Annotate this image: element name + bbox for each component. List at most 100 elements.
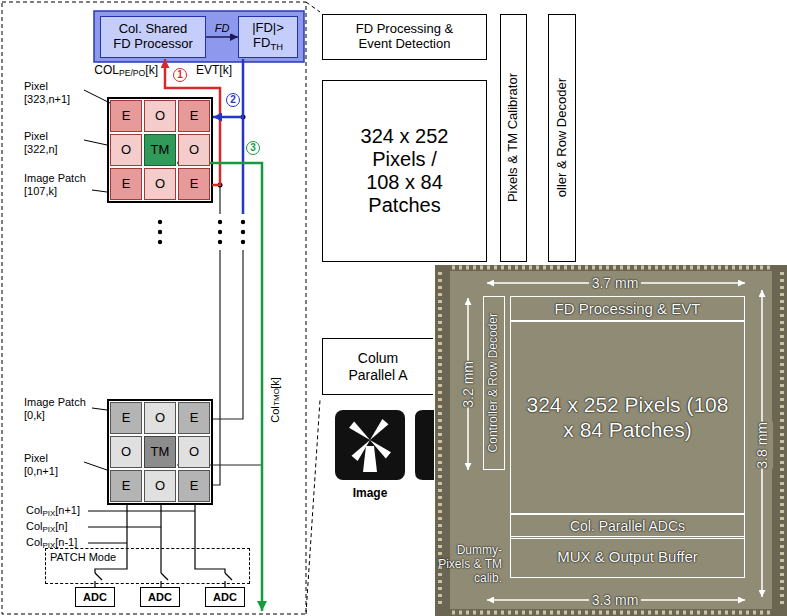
chip-photo xyxy=(435,265,787,616)
label-text: 3 xyxy=(250,143,256,153)
bond-pads xyxy=(780,272,784,608)
dimension: 3.2 mm xyxy=(457,361,479,408)
pixel-cell: E xyxy=(178,168,210,200)
label-text: [k] xyxy=(269,377,281,389)
text-line: O xyxy=(155,109,165,124)
label-text: [n+1] xyxy=(55,504,80,516)
wire xyxy=(219,186,220,214)
label-text: Col xyxy=(26,504,43,516)
bond-pads xyxy=(452,266,770,270)
region-note: Dummy- Pixels & TM calib. xyxy=(436,544,502,585)
icon-caption: Image xyxy=(353,487,388,501)
signal-name: ColTMO[k] xyxy=(269,377,282,423)
adc-box: ADC xyxy=(75,587,115,607)
text-line: Colum Parallel A xyxy=(339,350,417,382)
signal-name: COLPE/PO[k] xyxy=(78,64,158,79)
pixel-cell: TM xyxy=(144,134,176,166)
text-line: TM xyxy=(151,143,170,158)
label-text: Col xyxy=(26,520,43,532)
dimension: 3.8 mm xyxy=(751,422,773,469)
text-line: O xyxy=(189,143,199,158)
switch-symbol xyxy=(225,573,232,580)
die-region: 324 x 252 Pixels (108 x 84 Patches) xyxy=(510,321,745,514)
node-text: TM xyxy=(151,444,170,459)
threshold-box: |FD|>FDTH xyxy=(238,16,298,58)
text-line: Pixels & TM Calibrator xyxy=(506,73,521,202)
blue-path xyxy=(213,116,243,119)
node-text: E xyxy=(190,410,199,425)
leader-line xyxy=(84,140,107,145)
pixel-cell: E xyxy=(110,100,142,132)
label-text: 3.8 mm xyxy=(754,422,770,469)
label-text: EVT[k] xyxy=(196,63,232,77)
node-text: TM xyxy=(151,142,170,157)
node-text: ADC xyxy=(148,591,172,603)
blue-path xyxy=(242,59,245,214)
leader-line xyxy=(84,462,107,470)
fd-band xyxy=(94,11,304,62)
ellipsis-dot xyxy=(241,230,245,234)
die-region: FD Processing & EVT xyxy=(510,296,745,321)
node-text: PATCH Mode xyxy=(50,551,116,563)
text-line: O xyxy=(189,445,199,460)
text-line: 324 x 252 Pixels / 108 x 84 Patches xyxy=(355,125,455,217)
leader-line xyxy=(88,527,161,528)
text-line: E xyxy=(190,177,199,192)
ellipsis-dot xyxy=(218,230,222,234)
zoom-line xyxy=(306,400,320,614)
signal-arrow xyxy=(206,36,238,38)
node-text: O xyxy=(189,142,199,157)
leader-line xyxy=(92,408,107,410)
node-text: Pixels & TM Calibrator xyxy=(505,73,520,202)
part-label: Pixel [323,n+1] xyxy=(24,80,84,105)
text-line: O xyxy=(155,479,165,494)
zoom-line xyxy=(306,2,320,12)
node-text: FD Processing & Event Detection xyxy=(356,21,454,51)
pixel-cell: E xyxy=(178,470,210,502)
ellipsis-dot xyxy=(218,220,222,224)
node-text: FD xyxy=(253,35,270,50)
windmill-blade xyxy=(352,437,374,461)
pixel-cell: E xyxy=(178,402,210,434)
windmill-tower xyxy=(363,446,377,472)
ellipsis-dot xyxy=(158,240,162,244)
text-line: E xyxy=(190,109,199,124)
text-line: O xyxy=(121,143,131,158)
bond-pads xyxy=(452,611,770,615)
label-text: Image Patch [107,k] xyxy=(24,172,86,197)
label-text: [n] xyxy=(55,520,67,532)
text-line: O xyxy=(155,411,165,426)
node-text: Col. Shared FD Processor xyxy=(113,21,192,51)
node-text: MUX & Output Buffer xyxy=(557,548,698,565)
leader-line xyxy=(84,90,110,103)
signal-name: ColPIX[n-1] xyxy=(26,536,77,550)
part-label: Pixel [322,n] xyxy=(24,130,84,155)
label-text: 3.3 mm xyxy=(592,592,639,608)
part-label: Image Patch [107,k] xyxy=(24,172,91,197)
node-text: E xyxy=(122,108,131,123)
subscript-text: PIX xyxy=(43,509,56,518)
node-text: O xyxy=(189,444,199,459)
label-text: 3.2 mm xyxy=(460,361,476,408)
node-text: |FD|> xyxy=(252,20,284,35)
switch-symbol xyxy=(95,573,102,580)
pixel-cell: O xyxy=(144,100,176,132)
pixel-cell: O xyxy=(144,402,176,434)
label-text: 2 xyxy=(230,95,236,105)
node-text: 324 x 252 Pixels (108 x 84 Patches) xyxy=(527,393,729,440)
processor-box: Col. Shared FD Processor xyxy=(100,16,206,58)
adc-box: ADC xyxy=(140,587,180,607)
node-text: E xyxy=(122,176,131,191)
text-line: |FD|> xyxy=(252,21,284,36)
label-text: Image xyxy=(353,486,388,500)
callout-number: 1 xyxy=(173,68,187,82)
subscript-text: PIX xyxy=(43,525,56,534)
text-line: PATCH Mode xyxy=(50,551,116,564)
windmill-blade xyxy=(349,422,373,444)
label-text: 1 xyxy=(177,70,183,80)
pixel-cell: E xyxy=(110,402,142,434)
edge-label: FD xyxy=(213,22,232,34)
text-line: oller & Row Decoder xyxy=(555,78,570,197)
die-region: Controller & Row Decoder xyxy=(483,296,505,470)
pixel-cell: E xyxy=(178,100,210,132)
